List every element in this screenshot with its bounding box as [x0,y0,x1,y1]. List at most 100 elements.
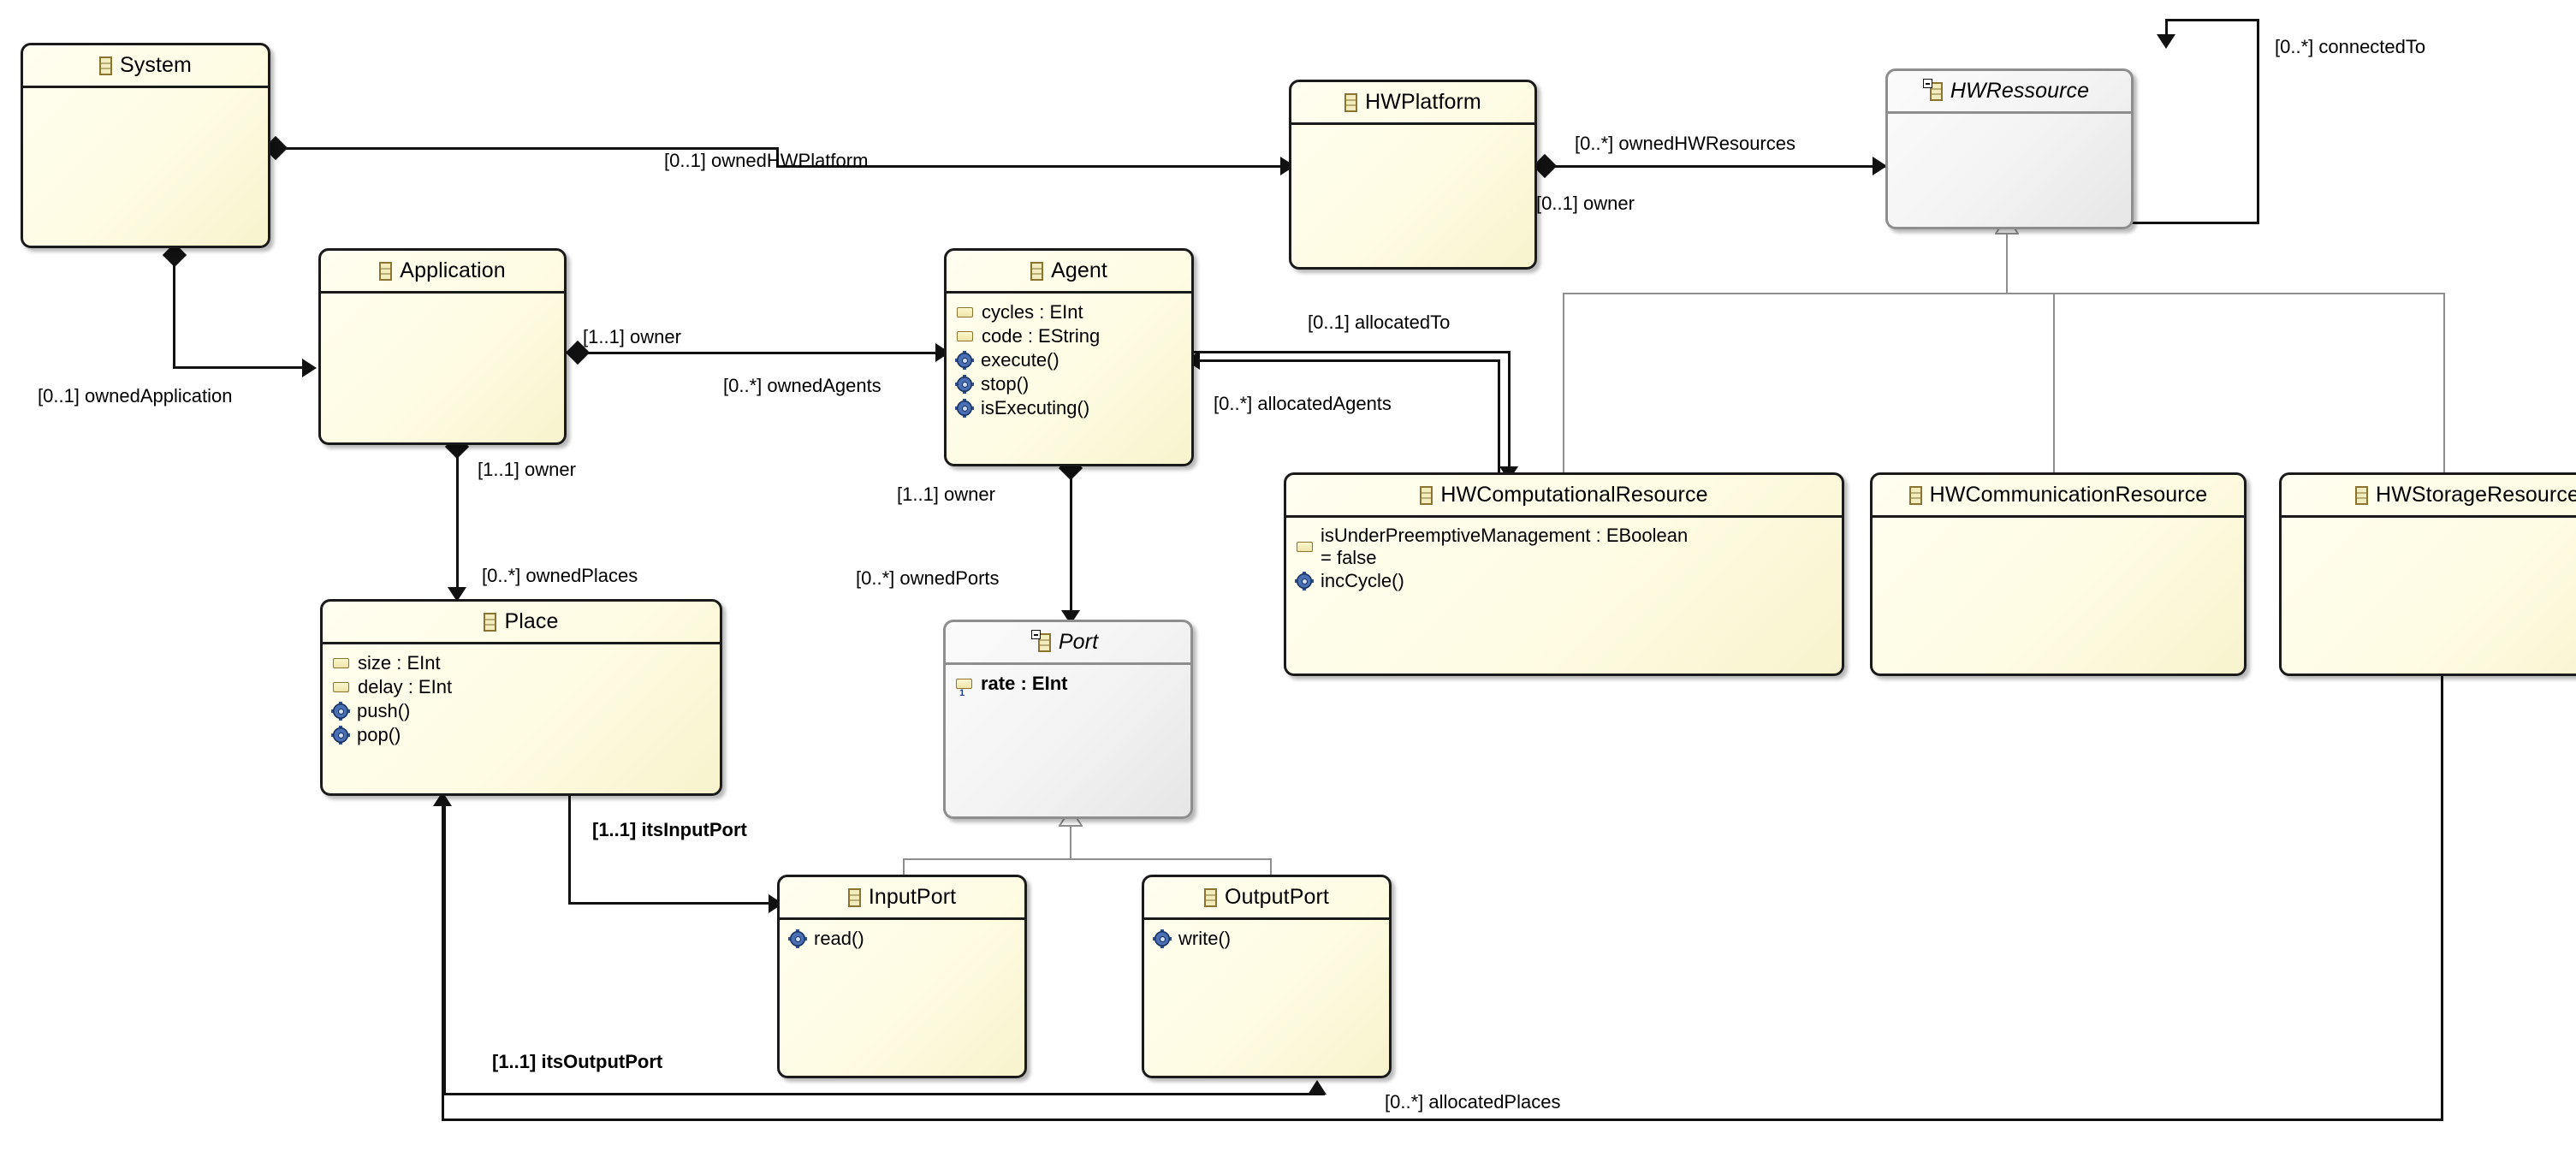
label-owned-ports: [0..*] ownedPorts [856,567,1000,589]
label-allocated-agents-clip: [0..*] allocatedAgents [1214,393,1470,424]
edge-connected-to-seg1 [2165,19,2168,43]
eclass-badge-icon [1922,78,1932,88]
label-owned-application: [0..1] ownedApplication [38,385,233,406]
class-hwressource[interactable]: HWRessource [1885,68,2134,229]
edge-its-input-port-seg1 [568,796,571,905]
attribute-icon [333,682,349,692]
label-owner-hw-platform: [0..1] owner [1536,193,1635,214]
gen-hwressource-stem [2006,231,2008,293]
class-place[interactable]: Place size : EInt delay : EInt push() po… [320,599,722,796]
label-owned-agents-clip: [0..*] ownedAgents [723,375,948,406]
attribute-row: cycles : EInt [955,300,1191,324]
edge-owned-places [456,445,459,599]
arrow-to-outputport [1308,1080,1327,1095]
class-port[interactable]: Port rate : EInt [943,620,1193,819]
ecore-class-icon [1420,485,1433,505]
ecore-class-icon [1344,92,1358,112]
edge-connected-to-seg2 [2165,19,2259,21]
class-hwplatform-name: HWPlatform [1365,90,1481,114]
gen-hwressource-bar [1563,293,2444,294]
attribute-icon [956,679,972,697]
operation-label: incCycle() [1321,570,1404,591]
class-inputport-header: InputPort [780,877,1024,920]
class-hwcommunicationresource-header: HWCommunicationResource [1873,475,2244,518]
class-agent[interactable]: Agent cycles : EInt code : EString execu… [944,248,1194,466]
class-hwplatform-body [1291,125,1534,132]
label-owned-places-clip: [0..*] ownedPlaces [482,565,720,596]
class-port-header: Port [946,622,1190,665]
arrow-to-hwressource [1873,157,1887,175]
attribute-label: size : EInt [358,652,441,674]
ecore-class-icon [1908,485,1922,505]
edge-owned-application-seg1 [173,248,175,368]
edge-allocated-places-seg1 [2441,676,2443,1121]
operation-row: isExecuting() [955,396,1191,420]
attribute-label: code : EString [982,325,1101,347]
edge-its-output-port-seg2 [443,1093,1325,1095]
class-application[interactable]: Application [318,248,567,445]
label-allocated-to-clip: [0..1] allocatedTo [1308,312,1528,342]
attribute-label: rate : EInt [981,673,1068,694]
attribute-row: delay : EInt [331,675,720,699]
class-port-name: Port [1058,630,1099,654]
attribute-row: code : EString [955,324,1191,348]
label-owned-hw-resources: [0..*] ownedHWResources [1575,133,1795,154]
class-hwcomputationalresource-header: HWComputationalResource [1286,475,1842,518]
gen-port-bar [903,858,1271,860]
edge-owned-hw-platform-seg3 [776,165,1307,168]
label-owned-ports-clip: [0..*] ownedPorts [856,567,1074,598]
edge-owned-hw-platform-seg1 [282,147,779,150]
operation-row: write() [1153,927,1389,951]
attribute-icon [333,658,349,668]
class-port-body: rate : EInt [946,665,1190,697]
label-allocated-places: [0..*] allocatedPlaces [1385,1091,1561,1113]
class-hwcommunicationresource-body [1873,518,2244,525]
operation-gear-icon [955,399,974,418]
operation-row: pop() [331,723,720,747]
class-outputport-name: OutputPort [1225,885,1329,909]
class-application-header: Application [321,251,564,294]
class-hwcomputationalresource[interactable]: HWComputationalResource isUnderPreemptiv… [1284,472,1844,676]
class-outputport[interactable]: OutputPort write() [1142,875,1392,1078]
edge-owned-application-seg2 [173,366,312,369]
class-system-body [23,88,268,95]
class-hwplatform[interactable]: HWPlatform [1289,80,1537,270]
attribute-icon [1297,542,1313,552]
class-inputport-body: read() [780,920,1024,951]
ecore-class-icon [1204,887,1218,907]
class-hwstorageresource-body [2282,518,2576,525]
operation-gear-icon [955,351,974,370]
class-hwstorageresource[interactable]: HWStorageResource [2279,472,2576,676]
operation-label: execute() [981,349,1059,371]
class-outputport-header: OutputPort [1144,877,1389,920]
attribute-row: size : EInt [331,651,720,675]
attribute-icon [957,331,973,341]
ecore-class-icon [847,887,861,907]
class-hwcommunicationresource[interactable]: HWCommunicationResource [1870,472,2247,676]
operation-gear-icon [955,375,974,394]
operation-row: stop() [955,372,1191,396]
eclass-badge-icon [1030,629,1041,639]
label-its-output-port: [1..1] itsOutputPort [492,1051,663,1072]
attribute-row: rate : EInt [954,672,1190,697]
edge-owned-agents [575,352,952,354]
ecore-class-icon [379,261,393,281]
edge-its-input-port-seg2 [568,902,782,905]
ecore-class-icon [99,56,113,75]
class-system[interactable]: System [21,43,270,248]
class-hwcomputationalresource-body: isUnderPreemptiveManagement : EBoolean =… [1286,518,1842,593]
edge-allocated-to-seg2 [1508,351,1511,484]
label-owned-agents: [0..*] ownedAgents [723,375,881,396]
arrow-to-place [448,587,466,602]
gen-branch-storage [2443,293,2445,477]
edge-allocated-places-seg2 [442,1119,2443,1121]
operation-gear-icon [331,726,350,745]
edge-connected-to-seg4 [2131,222,2259,224]
ecore-class-icon [2355,485,2369,505]
attribute-default-value: = false [1321,547,1377,568]
class-inputport[interactable]: InputPort read() [777,875,1027,1078]
attribute-label: delay : EInt [358,676,453,697]
ecore-class-icon [1922,78,1943,101]
operation-row: push() [331,699,720,723]
attribute-label-group: isUnderPreemptiveManagement : EBoolean =… [1321,525,1688,569]
